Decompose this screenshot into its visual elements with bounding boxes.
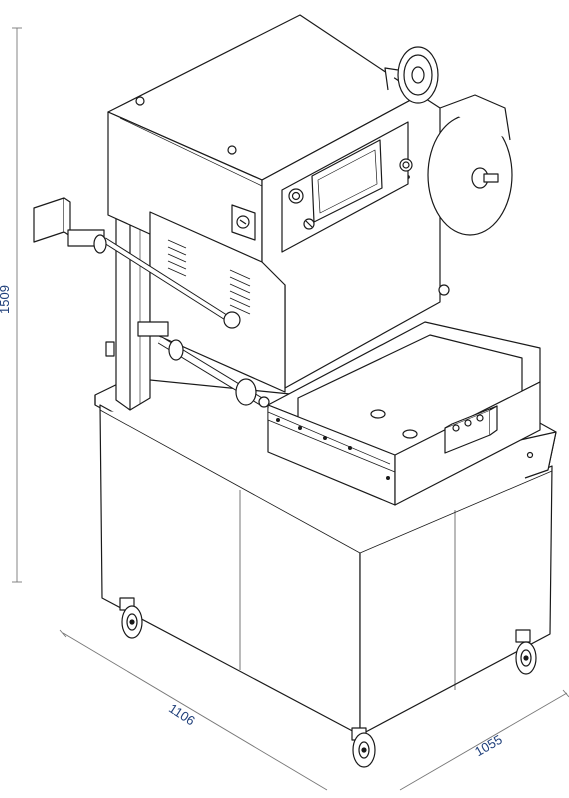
caster-right (515, 629, 537, 675)
depth-dimension-line (62, 632, 328, 791)
emergency-stop-knob (288, 188, 304, 204)
control-knob (399, 158, 413, 172)
lower-handle-arm (137, 284, 450, 408)
control-panel (281, 121, 413, 253)
height-dimension-label: 1509 (0, 285, 12, 314)
upper-handle-arm (33, 197, 241, 329)
width-dimension-line (399, 692, 568, 791)
tray-drawer (267, 321, 541, 506)
film-roll (427, 94, 513, 236)
caster-front-left (119, 597, 143, 639)
film-pulley (384, 46, 439, 104)
dimension-lines (12, 27, 569, 791)
vent-slots (167, 239, 251, 315)
key-switch (303, 218, 315, 230)
main-switch (231, 204, 256, 241)
caster-front-center (351, 727, 376, 768)
casters (119, 597, 537, 768)
